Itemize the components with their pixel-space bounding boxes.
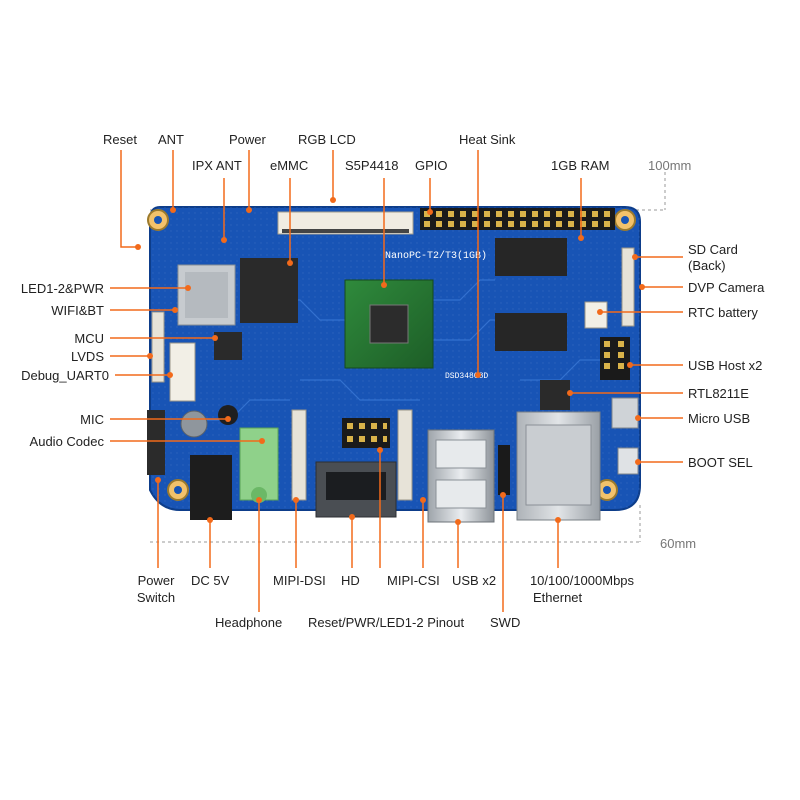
soc-heat-sink: [344, 279, 434, 369]
label-micro-usb: Micro USB: [688, 411, 751, 426]
leader-lines: [110, 150, 683, 612]
label-mic: MIC: [80, 412, 104, 427]
label-ethernet-2: Ethernet: [533, 590, 583, 605]
mipi-dsi-connector: [291, 409, 307, 501]
label-swd: SWD: [490, 615, 521, 630]
label-boot-sel: BOOT SEL: [688, 455, 753, 470]
pinout-header: [342, 418, 390, 448]
label-rtl8211e: RTL8211E: [688, 386, 749, 401]
label-usb-host: USB Host x2: [688, 358, 763, 373]
label-ant: ANT: [158, 132, 184, 147]
label-dimension-width: 100mm: [648, 158, 692, 173]
micro-usb-port: [611, 397, 639, 429]
ram-chip-1: [495, 238, 567, 276]
label-hd: HD: [341, 573, 360, 588]
leader-dots: [135, 197, 645, 525]
label-dc5v: DC 5V: [191, 573, 230, 588]
label-rgb-lcd: RGB LCD: [298, 132, 356, 147]
label-ipx-ant: IPX ANT: [192, 158, 242, 173]
swd-header: [498, 445, 510, 495]
label-usb-x2: USB x2: [452, 573, 497, 588]
rtc-battery-connector: [584, 301, 608, 329]
usb-host-header: [600, 337, 630, 380]
board-id-text: DSD34808D: [445, 372, 488, 381]
label-power: Power: [229, 132, 266, 147]
lvds-connector: [151, 311, 165, 383]
label-headphone: Headphone: [215, 615, 283, 630]
hd-port: [315, 461, 397, 518]
label-sd-card-back: (Back): [688, 258, 726, 273]
board-model-text: NanoPC-T2/T3(1GB): [385, 250, 487, 262]
wifi-bt-module: [177, 264, 236, 326]
label-emmc: eMMC: [270, 158, 309, 173]
usb-x2-port: [427, 429, 495, 523]
emmc-chip: [240, 258, 298, 323]
label-lvds: LVDS: [71, 349, 104, 364]
gpio-header: [420, 208, 615, 230]
label-wifi-bt: WIFI&BT: [51, 303, 104, 318]
label-mipi-dsi: MIPI-DSI: [273, 573, 326, 588]
mcu-chip: [214, 332, 242, 360]
label-power-switch-1: Power: [137, 573, 175, 588]
label-audio-codec: Audio Codec: [29, 434, 104, 449]
label-rtc-battery: RTC battery: [688, 305, 758, 320]
mipi-csi-connector: [397, 409, 413, 501]
label-sd-card: SD Card: [688, 242, 738, 257]
label-heat-sink: Heat Sink: [459, 132, 516, 147]
label-mipi-csi: MIPI-CSI: [387, 573, 440, 588]
label-power-switch-2: Switch: [136, 590, 176, 605]
label-ethernet-1: 10/100/1000Mbps: [529, 573, 635, 588]
dc-jack: [190, 455, 232, 520]
ethernet-port: [516, 411, 601, 521]
boot-sel-button: [617, 447, 639, 475]
label-s5p4418: S5P4418: [345, 158, 399, 173]
dvp-camera-connector: [621, 247, 635, 327]
label-dimension-height: 60mm: [660, 536, 697, 551]
power-switch: [147, 410, 165, 475]
label-debug-uart: Debug_UART0: [21, 368, 109, 383]
rtl8211e-chip: [540, 380, 570, 410]
label-led-pwr: LED1-2&PWR: [20, 281, 104, 296]
label-reset: Reset: [103, 132, 137, 147]
mic: [218, 405, 238, 425]
ram-chip-2: [495, 313, 567, 351]
label-gpio: GPIO: [415, 158, 448, 173]
debug-uart-connector: [169, 342, 196, 402]
rgb-lcd-connector: [277, 211, 414, 235]
label-mcu: MCU: [74, 331, 104, 346]
label-dvp-camera: DVP Camera: [688, 280, 765, 295]
label-ram: 1GB RAM: [551, 158, 610, 173]
mounting-holes: [147, 209, 636, 501]
label-pinout: Reset/PWR/LED1-2 Pinout: [308, 615, 465, 630]
